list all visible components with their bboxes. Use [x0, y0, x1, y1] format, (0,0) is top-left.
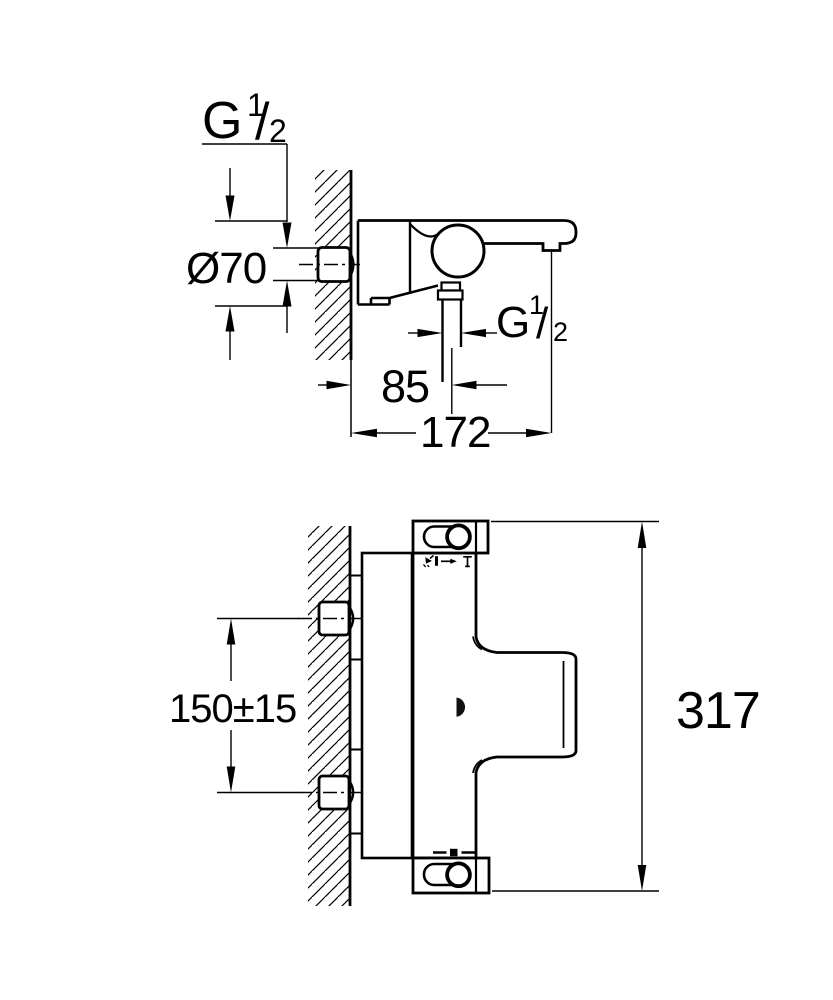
shower-pipe [441, 299, 463, 382]
arrow-right-icon [326, 380, 351, 390]
label-diameter-70: Ø70 [186, 244, 266, 293]
front-view-labels: 150±15 317 [169, 682, 761, 740]
arrow-left-icon [451, 380, 477, 390]
label-shower-thread-num: 1 [529, 290, 544, 320]
side-view-labels: G 1 / 2 Ø70 G 1 / 2 85 172 [186, 87, 568, 457]
handle-knob-side [430, 223, 486, 279]
escutcheon-outline [356, 220, 439, 306]
arrow-down-icon [637, 865, 647, 891]
arrow-down-icon [225, 195, 235, 221]
dim-172 [351, 428, 552, 438]
label-wall-thread-num: 1 [247, 87, 265, 123]
side-view: G 1 / 2 Ø70 G 1 / 2 85 172 [186, 87, 578, 457]
divider-tick-icon [435, 556, 438, 566]
diverter-arrow-icon [450, 558, 457, 564]
label-shower-thread-g: G [496, 298, 530, 347]
label-wall-thread-slash: / [255, 93, 270, 151]
label-317: 317 [676, 682, 760, 740]
temperature-knob-grip [445, 861, 472, 889]
shower-spray-icon [423, 564, 430, 568]
dim-shower-thread [408, 328, 497, 338]
mixer-body-front [411, 551, 578, 860]
label-150: 150±15 [169, 687, 296, 731]
arrow-up-icon [637, 521, 647, 548]
body-neck-curve [409, 223, 441, 238]
dim-317 [491, 520, 659, 892]
label-wall-thread-den: 2 [269, 113, 287, 149]
back-plate [360, 551, 414, 860]
diverter-knob-grip [445, 523, 472, 551]
mounting-boss-edges [350, 574, 362, 835]
shower-icon [429, 554, 434, 560]
label-85: 85 [381, 361, 429, 412]
arrow-right-icon [526, 428, 552, 438]
temperature-index-mark [433, 848, 475, 857]
arrow-left-icon [351, 428, 377, 438]
arrow-down-icon [226, 766, 236, 793]
body-top-and-spout-outline [358, 219, 578, 252]
bath-icon [463, 555, 472, 568]
wall-hatch [308, 526, 350, 906]
dim-85 [318, 380, 507, 390]
dim-150 [217, 617, 299, 794]
shower-icon [425, 557, 432, 564]
label-shower-thread-den: 2 [553, 317, 568, 347]
temperature-dot-icon [450, 848, 458, 857]
label-wall-thread-g: G [202, 92, 242, 150]
spout-fillet-edges [472, 636, 483, 774]
arrow-up-icon [226, 618, 236, 645]
arrow-left-icon [461, 328, 486, 338]
arrow-right-icon [417, 328, 443, 338]
spout-button-dot [456, 697, 466, 717]
diverter-icon-strip [423, 554, 472, 568]
dim-wall-thread [202, 143, 319, 333]
front-view: 150±15 317 [169, 519, 761, 906]
arrow-up-icon [225, 306, 235, 332]
inlet-center-lines [298, 617, 361, 794]
pipe-collar-lower [436, 289, 464, 301]
dim-escutcheon-diameter [215, 168, 287, 360]
label-shower-thread-slash: / [536, 299, 549, 348]
label-172: 172 [420, 408, 490, 457]
pipe-collar-upper [440, 281, 462, 292]
arrow-down-icon [282, 222, 292, 248]
arrow-up-icon [282, 280, 292, 307]
